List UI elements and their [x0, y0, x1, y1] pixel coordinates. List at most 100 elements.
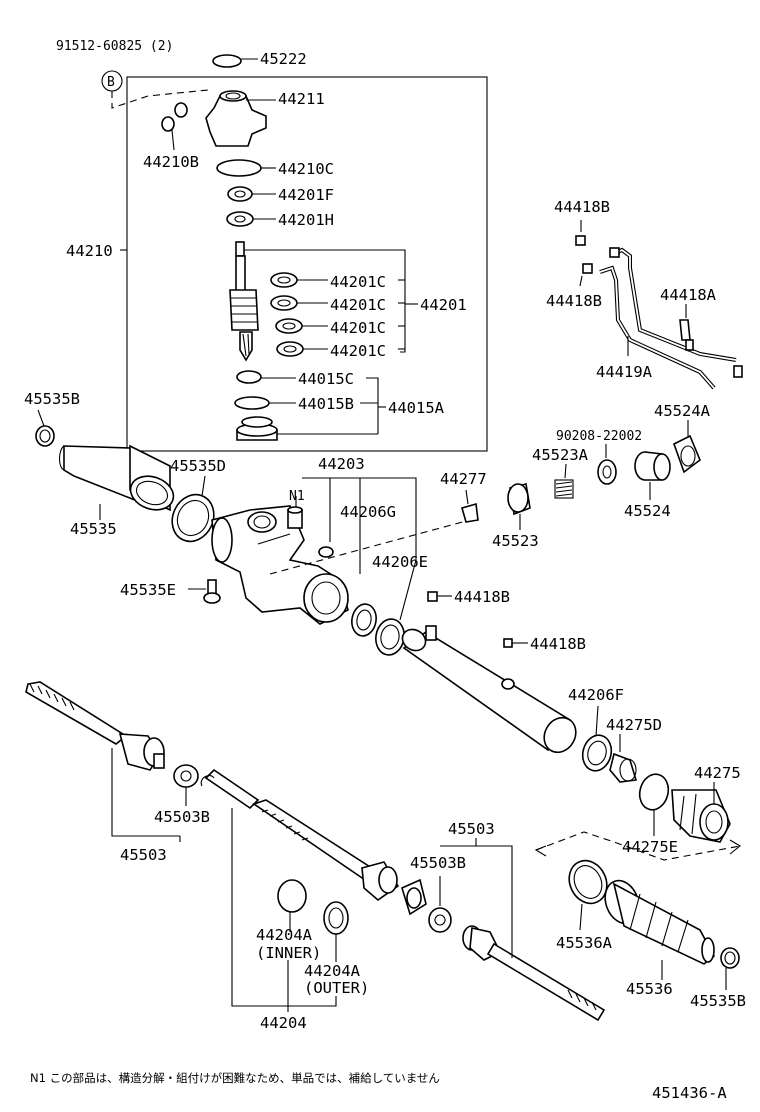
label-44418A: 44418A: [660, 286, 717, 304]
label-90208: 90208-22002: [556, 429, 642, 444]
label-44204A-inner: 44204A: [256, 926, 313, 944]
label-44210C: 44210C: [278, 160, 334, 178]
label-44203: 44203: [318, 455, 365, 473]
label-44418B-2: 44418B: [546, 292, 602, 310]
label-45523: 45523: [492, 532, 539, 550]
clamp-45536A: [568, 859, 608, 931]
seal-rings-44201C: [270, 272, 405, 357]
footnote: N1 この部品は、構造分解・組付けが困難なため、単品では、補給していません: [30, 1071, 440, 1085]
label-44418B-3: 44418B: [454, 588, 510, 606]
label-44201F: 44201F: [278, 186, 334, 204]
rack-guide-45524: [634, 451, 671, 500]
spring-cap-45523: [507, 483, 531, 530]
seal-44204A-inner: [277, 879, 307, 913]
cylinder-end-stopper-44275: [671, 782, 731, 843]
label-44206E: 44206E: [372, 553, 428, 571]
rack-boot-45536: [604, 879, 716, 980]
valve-assembly-frame: [126, 76, 488, 452]
label-44015A: 44015A: [388, 399, 445, 417]
label-44204A-outer: 44204A: [304, 962, 361, 980]
label-b: B: [107, 75, 115, 90]
nut-90208-22002: [597, 444, 617, 485]
label-45523A: 45523A: [532, 446, 589, 464]
bushing-44275D: [609, 734, 638, 783]
label-44201H: 44201H: [278, 211, 334, 229]
label-44275: 44275: [694, 764, 741, 782]
seal-44201F: [227, 186, 276, 202]
label-44418B-4: 44418B: [530, 635, 586, 653]
clamp-45535B-right: [720, 947, 740, 990]
control-valve-shaft: [229, 241, 259, 362]
label-45535D: 45535D: [170, 457, 226, 475]
label-44275D: 44275D: [606, 716, 662, 734]
lock-nut-45503B-left: [173, 764, 199, 806]
label-45535B-1: 45535B: [24, 390, 80, 408]
label-44201C-2: 44201C: [330, 296, 386, 314]
n1-bushing: [287, 506, 303, 529]
label-n1: N1: [289, 489, 305, 504]
clamp-45535D: [171, 475, 215, 543]
label-44201C-4: 44201C: [330, 342, 386, 360]
rack-tube: [401, 625, 577, 754]
label-45536: 45536: [626, 980, 673, 998]
valve-housing-44211: [205, 90, 276, 147]
label-44206F: 44206F: [568, 686, 624, 704]
label-44204: 44204: [260, 1014, 307, 1032]
label-45524: 45524: [624, 502, 671, 520]
bolt-45535E: [188, 579, 221, 604]
figure-id: 451436-A: [652, 1084, 727, 1102]
label-45535E: 45535E: [120, 581, 176, 599]
label-44210: 44210: [66, 242, 113, 260]
label-44210B: 44210B: [143, 153, 199, 171]
direction-indicator: [535, 831, 741, 861]
gear-housing-44203: [211, 505, 349, 625]
label-45222: 45222: [260, 50, 307, 68]
label-44206G: 44206G: [340, 503, 396, 521]
plug-44277: [461, 489, 479, 523]
label-45503-2: 45503: [448, 820, 495, 838]
seal-44204A-outer: [323, 901, 349, 935]
seal-45222: [212, 54, 242, 68]
label-45535B-2: 45535B: [690, 992, 746, 1010]
label-45536A: 45536A: [556, 934, 613, 952]
seal-set-44015: [234, 370, 386, 441]
label-45535: 45535: [70, 520, 117, 538]
label-44201C-1: 44201C: [330, 273, 386, 291]
reference-b-leader: [111, 89, 209, 109]
label-45503B-1: 45503B: [154, 808, 210, 826]
rack-boot-45535: [58, 444, 175, 512]
label-44201C-3: 44201C: [330, 319, 386, 337]
label-inner: (INNER): [256, 944, 321, 962]
tie-rod-end-right-45503: [462, 925, 606, 1022]
label-44275E: 44275E: [622, 838, 678, 856]
label-44015B: 44015B: [298, 395, 354, 413]
label-45503-1: 45503: [120, 846, 167, 864]
label-44277: 44277: [440, 470, 487, 488]
label-45503B-2: 45503B: [410, 854, 466, 872]
label-91512: 91512-60825 (2): [56, 39, 173, 54]
pressure-tubes-44419A: [575, 220, 743, 390]
label-44418B-1: 44418B: [554, 198, 610, 216]
bolts-44210B: [161, 102, 188, 151]
rack-end-44204: [401, 878, 427, 916]
label-45524A: 45524A: [654, 402, 711, 420]
bushing-44206G: [351, 603, 377, 637]
bushing-44206F: [581, 705, 613, 772]
label-44201: 44201: [420, 296, 467, 314]
steering-rack: [200, 768, 400, 902]
label-44211: 44211: [278, 90, 325, 108]
clamp-45535B: [35, 409, 55, 447]
label-44419A: 44419A: [596, 363, 653, 381]
label-outer: (OUTER): [304, 979, 369, 997]
bearing-44201H: [226, 211, 276, 227]
tie-rod-end-left-45503: [25, 681, 165, 771]
spring-45523A: [554, 463, 574, 499]
o-ring-44210C: [216, 159, 262, 177]
union-bolts-44418B: [427, 591, 528, 648]
rack-guide-seat-45524A: [673, 420, 701, 474]
label-44015C: 44015C: [298, 370, 354, 388]
lock-nut-45503B-right: [428, 876, 452, 933]
o-ring-44275E: [638, 773, 670, 811]
